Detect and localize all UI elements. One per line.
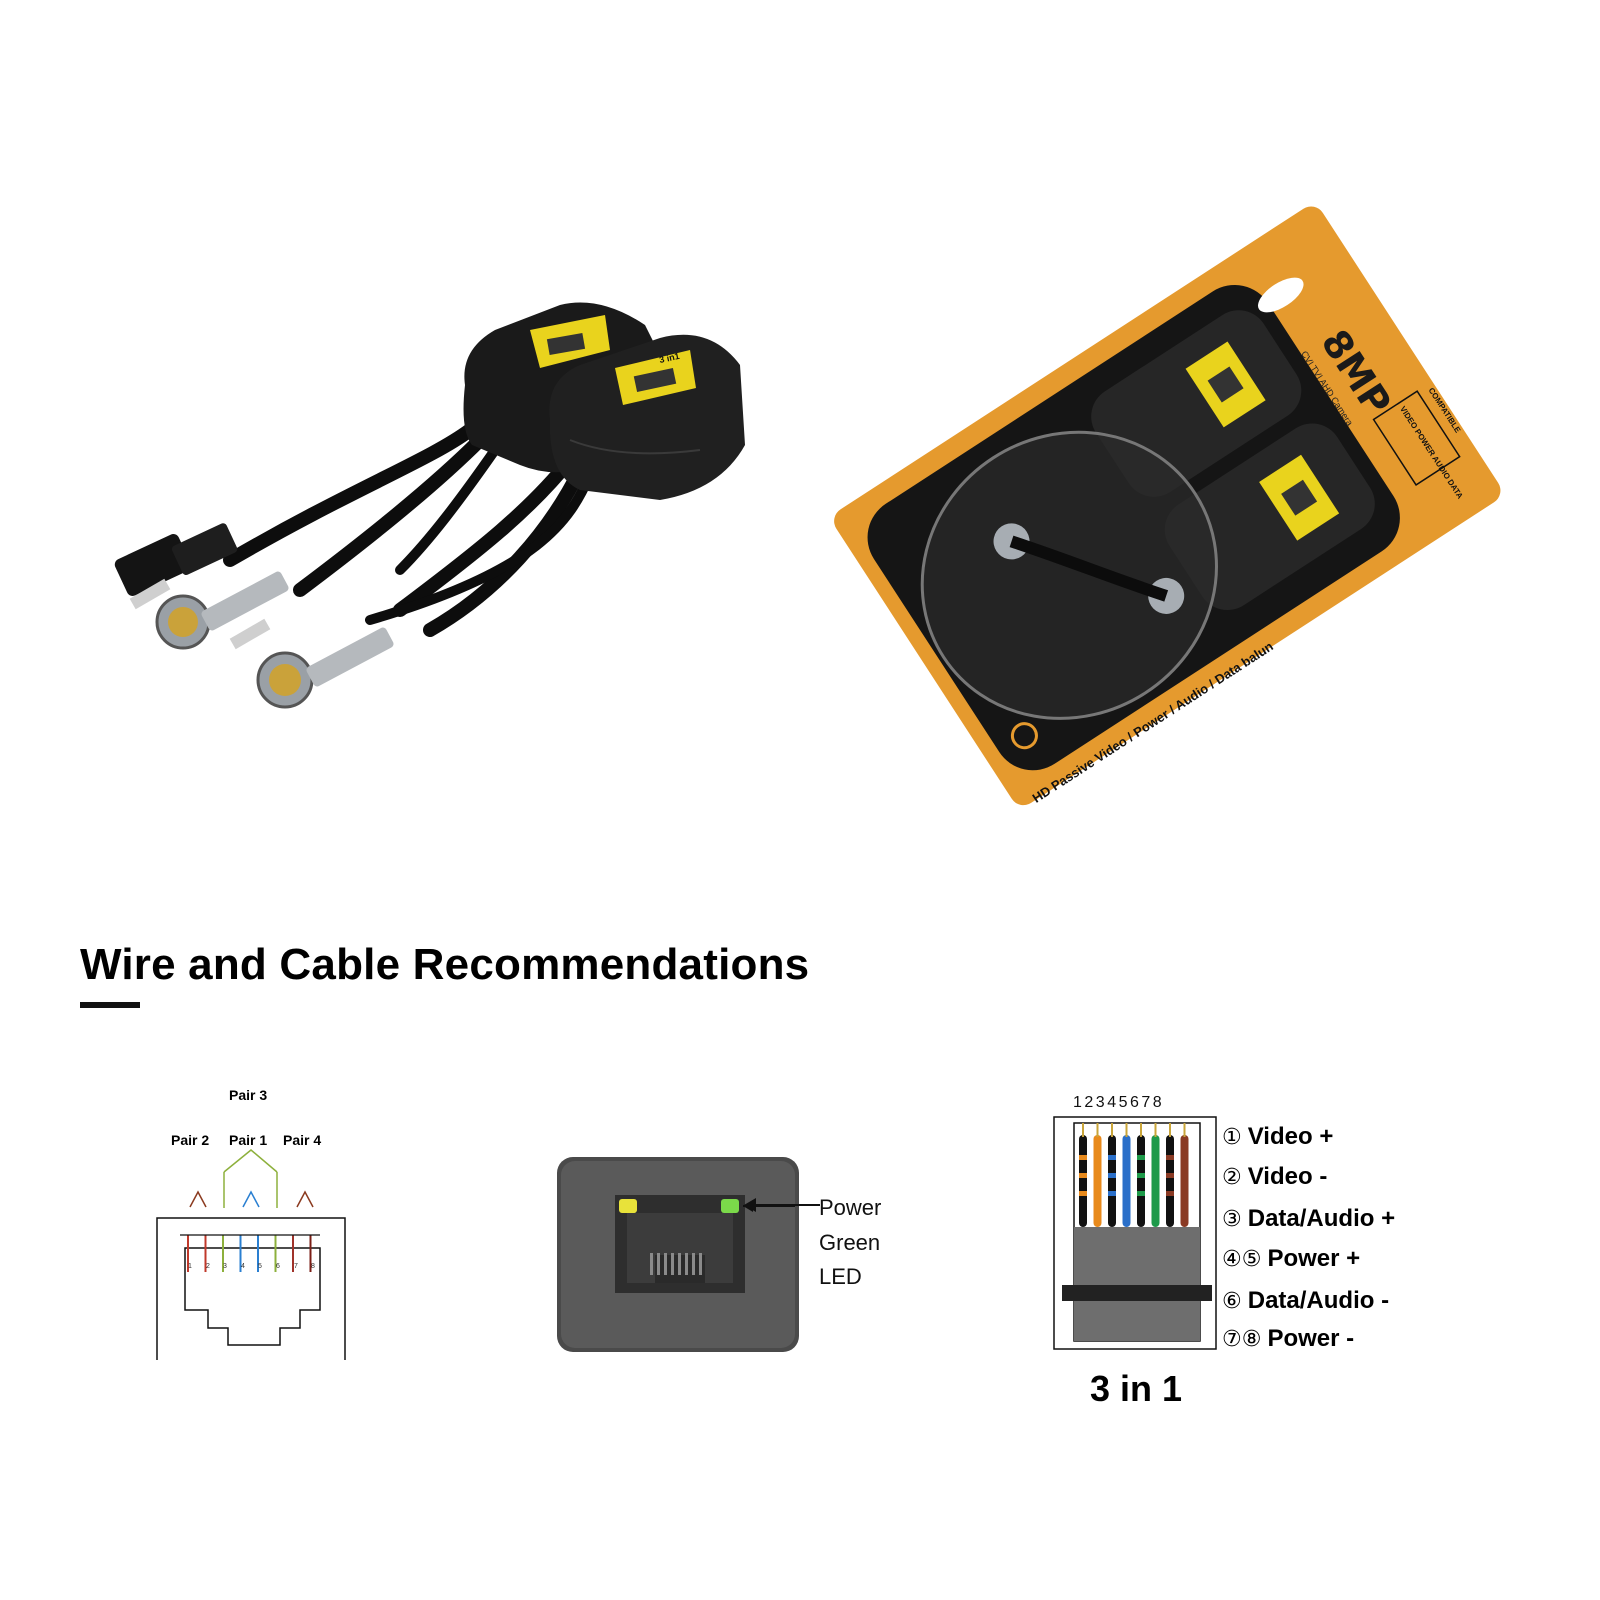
rj45-jack-diagram xyxy=(156,1149,346,1360)
plug-wire-stripe xyxy=(1079,1173,1087,1178)
led-label-line3: LED xyxy=(819,1264,862,1289)
led-label-line2: Green xyxy=(819,1230,881,1255)
rj45-plug-diagram xyxy=(1053,1116,1217,1350)
pinout-row-label: Video + xyxy=(1247,1123,1334,1150)
pinout-row-number: ④⑤ xyxy=(1222,1247,1262,1272)
plug-wire-stripe xyxy=(1108,1191,1116,1196)
plug-wire-stripe xyxy=(1166,1191,1174,1196)
rj45-pin-number: 3 xyxy=(223,1263,227,1270)
plug-wire xyxy=(1122,1135,1131,1227)
pinout-row-label: Data/Audio - xyxy=(1247,1287,1390,1314)
packaged-balun-photo: 8MP CVI TVI AHD Camera VIDEO POWER AUDIO… xyxy=(834,206,1501,806)
plug-wires xyxy=(1079,1123,1189,1227)
rj45-pin-number: 7 xyxy=(294,1263,298,1270)
pinout-pin-header: 12345678 xyxy=(1073,1094,1165,1111)
plug-wire-stripe xyxy=(1079,1191,1087,1196)
led-label-line1: Power xyxy=(819,1195,882,1220)
pinout-row-number: ① xyxy=(1222,1125,1242,1150)
plug-wire-stripe xyxy=(1108,1173,1116,1178)
plug-wire-stripe xyxy=(1079,1155,1087,1160)
plug-wire-stripe xyxy=(1137,1173,1145,1178)
rj45-pin-number: 5 xyxy=(258,1263,262,1270)
plug-wire-stripe xyxy=(1108,1155,1116,1160)
pair-1-label: Pair 1 xyxy=(229,1132,268,1148)
pinout-row-label: Data/Audio + xyxy=(1247,1205,1396,1232)
rj45-pin-number: 2 xyxy=(206,1263,210,1270)
plug-wire xyxy=(1093,1135,1102,1227)
plug-contact xyxy=(1140,1123,1142,1137)
rj45-pin-number: 8 xyxy=(311,1263,315,1270)
pinout-row-number: ③ xyxy=(1222,1207,1242,1232)
balun-pair-photo: 3 in1 xyxy=(114,302,745,709)
section-heading: Wire and Cable Recommendations xyxy=(80,940,810,989)
plug-wire xyxy=(1180,1135,1189,1227)
plug-wire xyxy=(1166,1135,1174,1227)
plug-contact xyxy=(1111,1123,1113,1137)
pinout-row-number: ② xyxy=(1222,1165,1242,1190)
plug-wire-stripe xyxy=(1137,1155,1145,1160)
plug-wire-stripe xyxy=(1166,1173,1174,1178)
pair-3-label: Pair 3 xyxy=(229,1087,268,1103)
led-pointer-arrow xyxy=(744,1198,820,1212)
pair-2-label: Pair 2 xyxy=(171,1132,210,1148)
rj45-wires xyxy=(180,1234,320,1272)
rj45-pin-number: 4 xyxy=(241,1263,245,1270)
pinout-row-label: Video - xyxy=(1247,1163,1328,1190)
pair-4-label: Pair 4 xyxy=(283,1132,322,1148)
pinout-row-label: Power + xyxy=(1267,1245,1361,1272)
plug-contact xyxy=(1183,1123,1186,1137)
plug-wire-stripe xyxy=(1166,1155,1174,1160)
pinout-caption: 3 in 1 xyxy=(1090,1368,1183,1409)
rj45-pin-number: 6 xyxy=(276,1263,280,1270)
rj45-pin-number: 1 xyxy=(188,1263,192,1270)
plug-wire xyxy=(1108,1135,1116,1227)
rj45-port-led-photo xyxy=(557,1157,799,1352)
plug-wire xyxy=(1151,1135,1160,1227)
plug-contact xyxy=(1082,1123,1084,1137)
plug-wire xyxy=(1137,1135,1145,1227)
module-badge-text: 3 in1 xyxy=(658,351,680,365)
plug-contact xyxy=(1096,1123,1099,1137)
plug-contact xyxy=(1169,1123,1171,1137)
plug-wire-stripe xyxy=(1137,1191,1145,1196)
pinout-row-label: Power - xyxy=(1267,1325,1355,1352)
heading-underline xyxy=(80,1002,140,1008)
plug-contact xyxy=(1125,1123,1128,1137)
pinout-row-number: ⑥ xyxy=(1222,1289,1242,1314)
pinout-row-number: ⑦⑧ xyxy=(1222,1327,1262,1352)
plug-wire xyxy=(1079,1135,1087,1227)
plug-contact xyxy=(1154,1123,1157,1137)
